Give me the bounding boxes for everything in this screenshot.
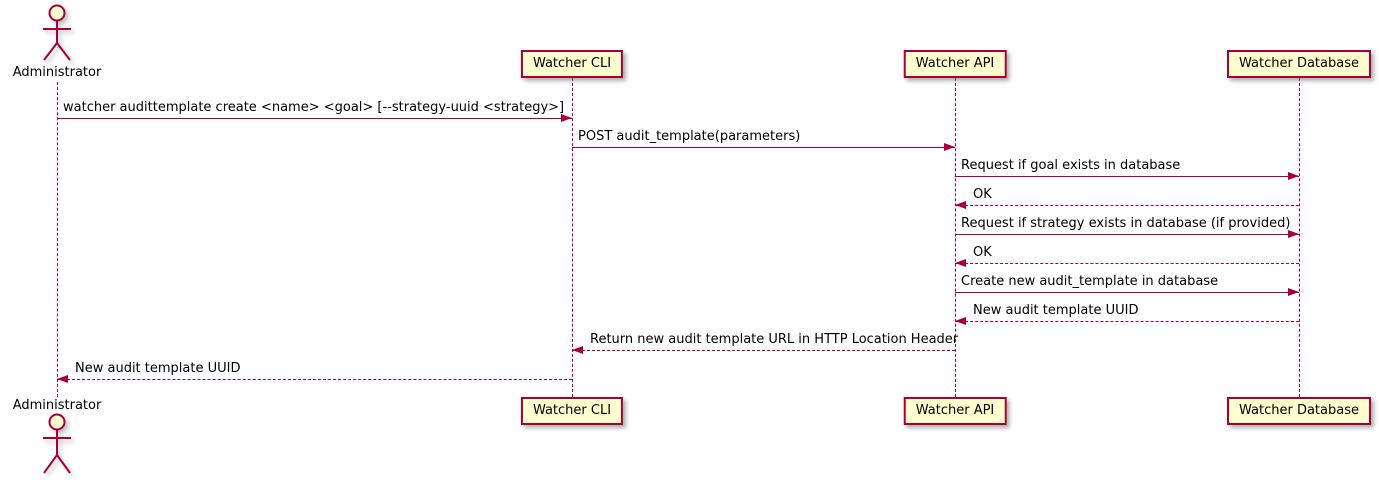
message-2-line — [572, 147, 955, 148]
lifeline-administrator — [57, 82, 58, 397]
message-5-label: Request if strategy exists in database (… — [961, 216, 1291, 231]
message-3-arrowhead-icon — [1288, 172, 1299, 180]
message-8-line — [955, 321, 1299, 322]
message-8-arrowhead-icon — [955, 317, 966, 325]
message-6-line — [955, 263, 1299, 264]
lifeline-watcher-database — [1299, 78, 1300, 397]
message-9-label: Return new audit template URL in HTTP Lo… — [590, 332, 959, 347]
message-7-line — [955, 292, 1299, 293]
message-6-label: OK — [973, 245, 992, 260]
lifeline-watcher-api — [955, 78, 956, 397]
message-1-line — [57, 118, 572, 119]
message-9-line — [572, 350, 955, 351]
message-7-label: Create new audit_template in database — [961, 274, 1219, 289]
message-2-arrowhead-icon — [944, 143, 955, 151]
participant-watcher-cli-top: Watcher CLI — [520, 50, 624, 78]
administrator-actor-icon-bottom — [43, 413, 71, 474]
message-10-arrowhead-icon — [57, 375, 68, 383]
participant-watcher-database-bottom: Watcher Database — [1227, 397, 1371, 425]
participant-watcher-cli-bottom: Watcher CLI — [520, 397, 624, 425]
message-1-arrowhead-icon — [561, 114, 572, 122]
message-6-arrowhead-icon — [955, 259, 966, 267]
message-9-arrowhead-icon — [572, 346, 583, 354]
lifeline-watcher-cli — [572, 78, 573, 397]
participant-watcher-api-top: Watcher API — [903, 50, 1007, 78]
message-10-line — [57, 379, 572, 380]
message-3-label: Request if goal exists in database — [961, 158, 1181, 173]
message-3-line — [955, 176, 1299, 177]
message-7-arrowhead-icon — [1288, 288, 1299, 296]
message-4-arrowhead-icon — [955, 201, 966, 209]
message-4-label: OK — [973, 187, 992, 202]
message-5-line — [955, 234, 1299, 235]
actor-label-administrator-top: Administrator — [12, 65, 102, 80]
administrator-actor-icon — [43, 4, 71, 61]
message-2-label: POST audit_template(parameters) — [578, 129, 801, 144]
message-4-line — [955, 205, 1299, 206]
participant-watcher-database-top: Watcher Database — [1227, 50, 1371, 78]
message-5-arrowhead-icon — [1288, 230, 1299, 238]
participant-watcher-api-bottom: Watcher API — [903, 397, 1007, 425]
actor-label-administrator-bottom: Administrator — [12, 398, 102, 413]
message-8-label: New audit template UUID — [973, 303, 1139, 318]
message-1-label: watcher audittemplate create <name> <goa… — [63, 100, 565, 115]
message-10-label: New audit template UUID — [75, 361, 241, 376]
